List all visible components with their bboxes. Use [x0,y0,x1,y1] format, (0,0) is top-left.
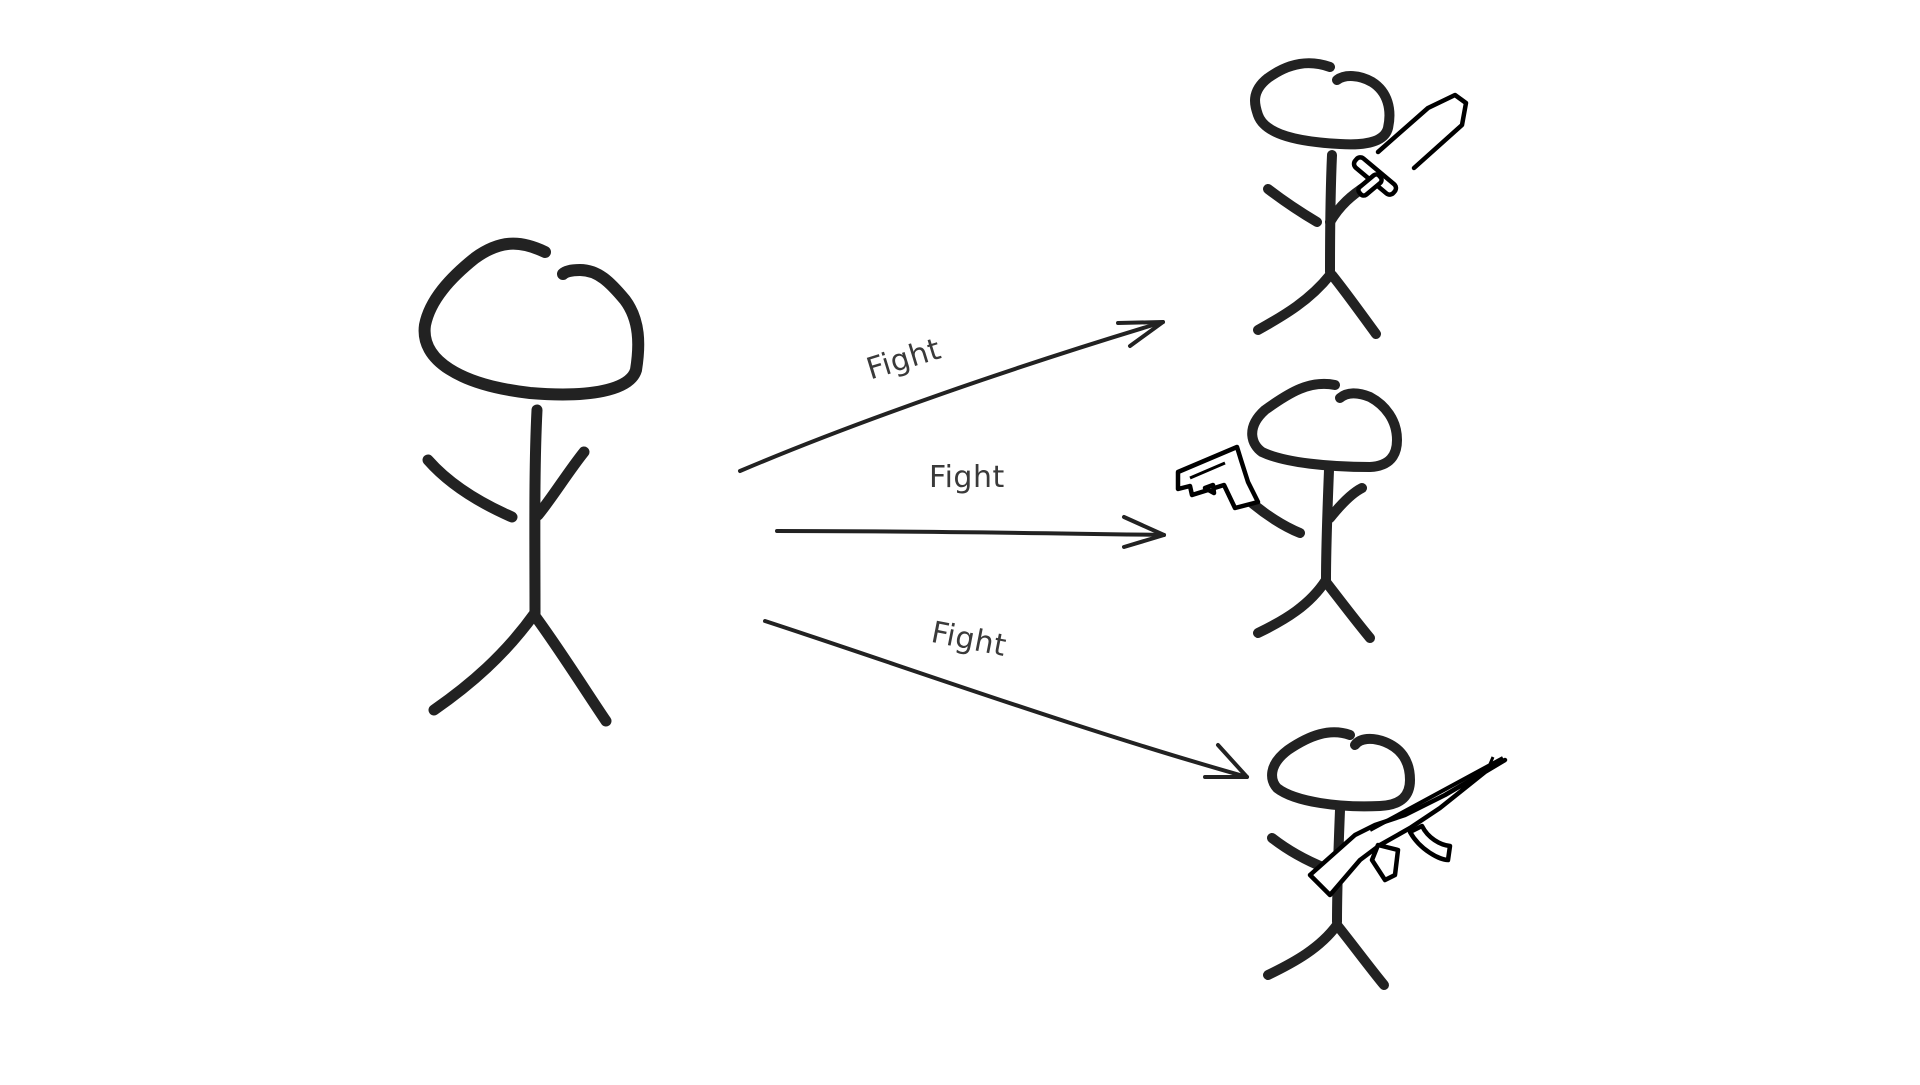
head [1250,58,1395,150]
head [1267,727,1415,812]
right-arm [532,446,590,521]
stick-figure-with-rifle [1263,727,1508,990]
torso [529,404,543,618]
arrow-middle [775,515,1166,549]
head [1247,378,1402,472]
arrow-bottom [763,619,1249,779]
arrow-top [738,320,1165,473]
left-arm [422,454,518,523]
stick-figure-with-sword [1250,58,1469,339]
head [418,237,645,401]
pistol-icon [1175,444,1261,511]
unarmed-stick-figure [418,237,645,727]
right-leg [529,610,612,727]
stick-figure-with-pistol [1175,378,1402,643]
sword-icon [1351,92,1469,198]
left-leg [428,607,541,716]
edge-label-middle: Fight [929,460,1005,495]
rifle-icon [1307,756,1508,898]
